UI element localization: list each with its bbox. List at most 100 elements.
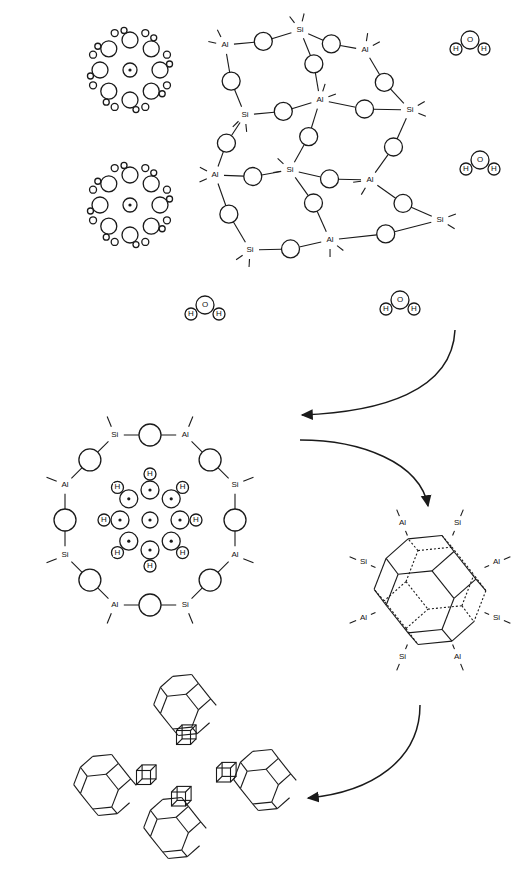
water-oxygen xyxy=(141,481,159,499)
cage-edge xyxy=(374,589,386,605)
cage-edge xyxy=(406,629,418,645)
dangling-bond xyxy=(328,94,335,97)
cage-edge xyxy=(266,769,278,784)
atom-label: Al xyxy=(359,614,368,622)
water-hydrogen xyxy=(142,165,149,172)
cage-edge xyxy=(163,852,169,859)
bond-line xyxy=(262,172,282,175)
dangling-bond xyxy=(329,249,330,257)
bond-line xyxy=(329,102,356,107)
water-hydrogen xyxy=(111,30,118,37)
water-hydrogen xyxy=(478,43,490,55)
bond-line xyxy=(340,45,356,48)
water-oxygen xyxy=(101,83,117,99)
bond-line xyxy=(161,434,176,435)
center-dot xyxy=(170,497,173,500)
atom-label: H xyxy=(146,470,154,478)
water-hydrogen xyxy=(460,163,472,175)
atom-label: Al xyxy=(181,431,190,439)
water-oxygen xyxy=(391,291,409,309)
cage-edge xyxy=(80,794,92,809)
bond-line xyxy=(370,58,380,75)
bond-line xyxy=(254,112,274,114)
water-oxygen xyxy=(101,176,117,192)
cube-edge xyxy=(191,739,197,745)
cage-edge xyxy=(253,749,272,751)
atom-label: H xyxy=(114,483,122,491)
bridging-oxygen xyxy=(322,35,340,53)
atom-label: Si xyxy=(405,106,414,114)
atom-label: Si xyxy=(110,431,119,439)
water-oxygen xyxy=(101,41,117,57)
bond-line xyxy=(299,242,321,247)
bond-line xyxy=(124,604,139,605)
atom-label: Si xyxy=(240,111,249,119)
bond-line xyxy=(234,531,235,546)
cage-edge xyxy=(278,774,290,785)
water-hydrogen xyxy=(103,99,109,105)
water-hydrogen xyxy=(95,43,101,49)
bridging-oxygen xyxy=(224,509,246,531)
cage-edge xyxy=(398,571,432,574)
bond-line xyxy=(218,152,223,167)
atom-label: H xyxy=(187,310,195,318)
water-hydrogen xyxy=(163,82,170,89)
bond-line xyxy=(317,211,326,232)
dangling-bond xyxy=(200,167,207,171)
bridging-oxygen xyxy=(139,424,161,446)
cage-edge xyxy=(80,756,92,767)
dangling-bond xyxy=(323,84,325,92)
center-dot xyxy=(127,540,130,543)
cage-edge xyxy=(112,790,119,807)
cage-edge xyxy=(182,797,189,806)
cage-edge xyxy=(186,694,198,709)
bond-line xyxy=(308,34,323,41)
cage-edge xyxy=(266,758,278,769)
dangling-bond xyxy=(243,559,253,563)
atom-label: H xyxy=(410,305,418,313)
cage-edge xyxy=(386,558,398,574)
bridging-oxygen xyxy=(321,170,339,188)
center-dot xyxy=(128,203,131,206)
water-hydrogen xyxy=(111,165,118,172)
center-dot xyxy=(148,548,151,551)
water-oxygen xyxy=(120,490,138,508)
dangling-bond xyxy=(243,477,253,481)
water-oxygen xyxy=(152,197,168,213)
atom-label: Si xyxy=(285,166,294,174)
cage-edge xyxy=(163,850,182,852)
atom-label: H xyxy=(490,165,498,173)
cage-edge xyxy=(93,807,112,809)
atom-label: H xyxy=(179,549,187,557)
cage-edge xyxy=(74,767,81,784)
bridging-oxygen xyxy=(384,138,402,156)
cage-edge xyxy=(406,609,428,628)
bridging-oxygen xyxy=(254,32,272,50)
cage-edge xyxy=(201,822,207,829)
water-hydrogen xyxy=(380,303,392,315)
center-dot xyxy=(148,518,151,521)
water-oxygen xyxy=(141,541,159,559)
cage-edge xyxy=(442,536,454,552)
dangling-bond xyxy=(461,664,464,670)
dangling-bond xyxy=(448,214,455,217)
atom-label: Al xyxy=(230,551,239,559)
cage-edge xyxy=(474,591,486,622)
cation xyxy=(142,512,158,528)
water-hydrogen xyxy=(121,27,127,33)
atom-label: Si xyxy=(453,519,462,527)
atom-label: H xyxy=(100,516,108,524)
cage-edge xyxy=(188,822,200,833)
cage-edge xyxy=(167,694,186,696)
bond-line xyxy=(311,109,317,128)
water-oxygen xyxy=(196,296,214,314)
cage-edge xyxy=(192,710,199,727)
water-hydrogen xyxy=(111,238,118,245)
bridging-oxygen xyxy=(217,134,235,152)
dangling-bond xyxy=(373,42,380,46)
cage-edge xyxy=(240,771,247,788)
water-hydrogen xyxy=(144,468,156,480)
cube-edge xyxy=(151,765,157,771)
water-hydrogen xyxy=(163,186,170,193)
